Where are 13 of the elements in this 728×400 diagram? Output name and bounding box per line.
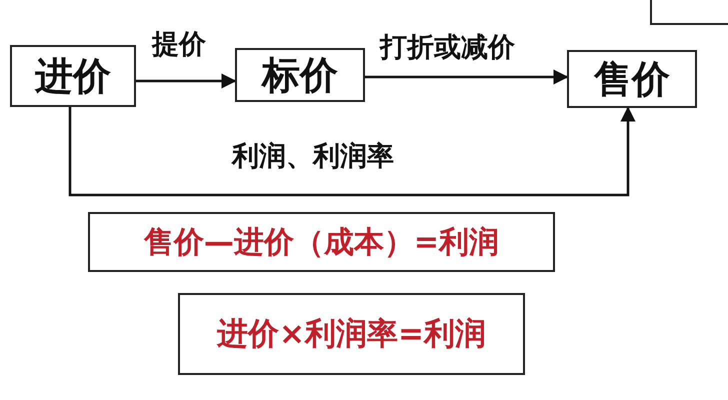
node-label: 进价 <box>35 52 111 100</box>
process-box <box>235 48 365 102</box>
arrow <box>68 106 636 196</box>
process-box <box>567 50 697 108</box>
node-label: 售价 <box>594 56 670 102</box>
node-label: 标价 <box>262 52 338 98</box>
process-box <box>10 45 136 107</box>
formula-box <box>88 212 555 272</box>
formula-text: 进价×利润率=利润 <box>217 315 486 354</box>
formula-text: 售价—进价（成本）=利润 <box>144 224 500 262</box>
formula-box <box>178 293 525 375</box>
arrow <box>136 74 236 88</box>
arrow <box>365 70 568 84</box>
